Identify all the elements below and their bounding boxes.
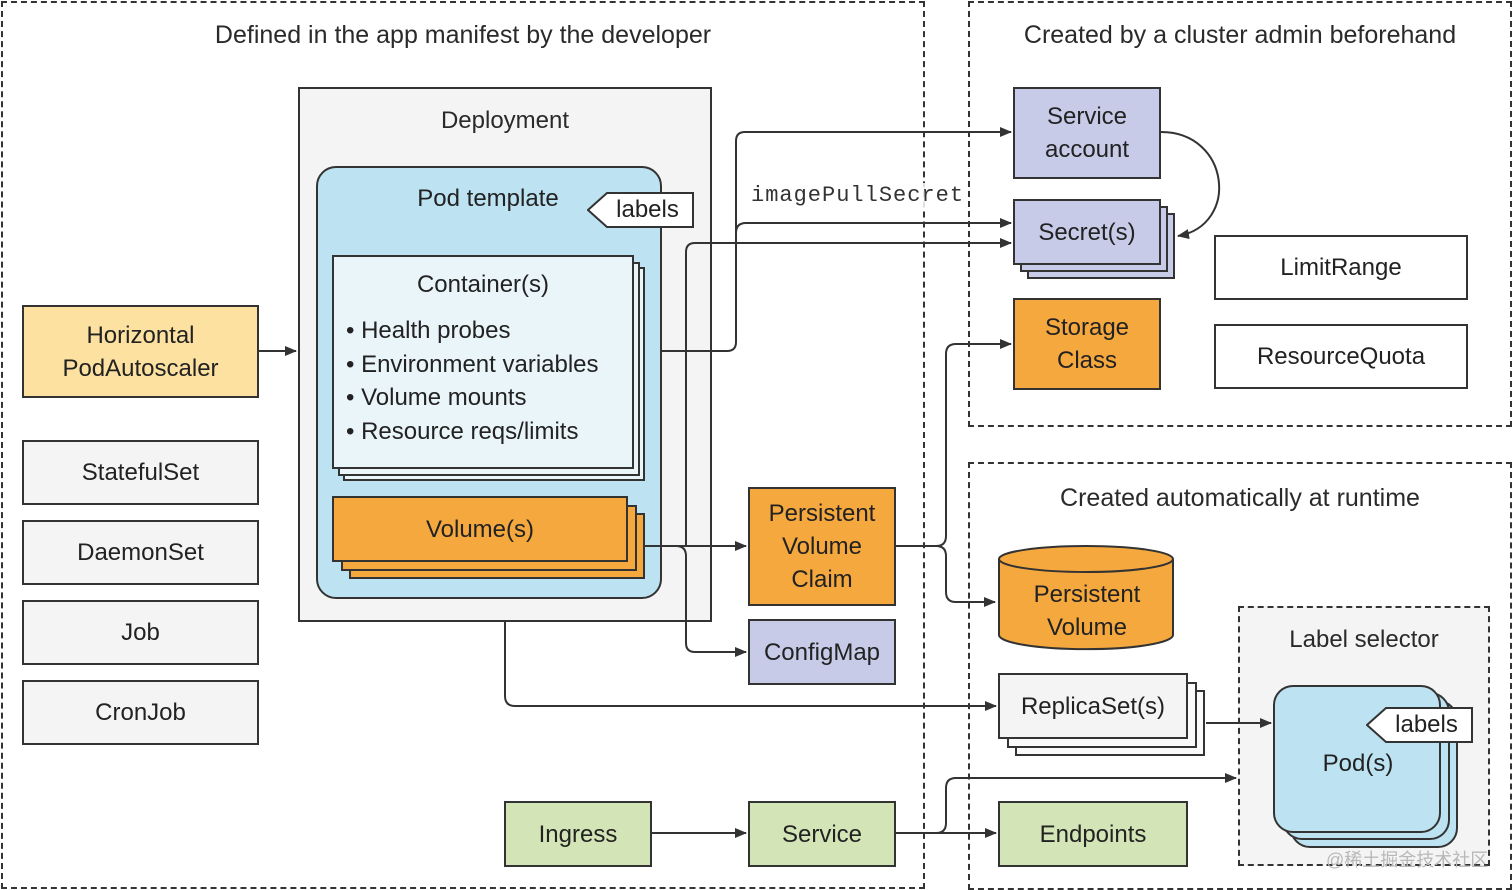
container-feature-item: • Resource reqs/limits — [346, 417, 579, 445]
container-features-list: • Health probes • Environment variables … — [346, 314, 599, 448]
pvc-label-line: Persistent — [768, 500, 876, 527]
cronjob-box[interactable]: CronJob — [22, 680, 259, 745]
pods-label: Pod(s) — [1322, 750, 1394, 777]
secrets-box[interactable]: Secret(s) — [1013, 199, 1161, 265]
endpoints-label: Endpoints — [1039, 820, 1147, 848]
containers-title: Container(s) — [416, 271, 550, 298]
pod-template-labels-tag: labels — [587, 192, 694, 228]
secrets-label: Secret(s) — [1038, 218, 1136, 246]
configmap-box[interactable]: ConfigMap — [748, 619, 896, 685]
persistent-volume-cylinder[interactable] — [997, 543, 1177, 653]
container-feature-item: • Environment variables — [346, 350, 599, 378]
statefulset-box[interactable]: StatefulSet — [22, 440, 259, 505]
limitrange-box[interactable]: LimitRange — [1214, 235, 1468, 300]
watermark: @稀土掘金技术社区 — [1326, 850, 1489, 870]
persistent-volume-claim-box[interactable]: Persistent Volume Claim — [748, 487, 896, 606]
cronjob-label: CronJob — [95, 699, 186, 726]
storage-class-label-line: Class — [1056, 347, 1117, 374]
volumes-box[interactable]: Volume(s) — [332, 496, 628, 562]
volumes-label: Volume(s) — [425, 515, 535, 543]
cluster-admin-region-title: Created by a cluster admin beforehand — [1023, 21, 1457, 49]
container-feature-item: • Health probes — [346, 317, 511, 344]
deployment-title: Deployment — [440, 107, 570, 134]
configmap-label: ConfigMap — [763, 638, 881, 666]
daemonset-label: DaemonSet — [77, 539, 204, 566]
label-selector-title: Label selector — [1289, 626, 1439, 653]
resourcequota-box[interactable]: ResourceQuota — [1214, 324, 1468, 389]
hpa-label-line: Horizontal — [86, 321, 195, 349]
job-box[interactable]: Job — [22, 600, 259, 665]
endpoints-box[interactable]: Endpoints — [998, 801, 1188, 867]
pvc-label-line: Volume — [781, 533, 863, 560]
service-account-box[interactable]: Service account — [1013, 87, 1161, 179]
ingress-label: Ingress — [538, 820, 618, 848]
runtime-region-title: Created automatically at runtime — [1060, 484, 1420, 512]
limitrange-label: LimitRange — [1280, 254, 1402, 281]
storage-class-box[interactable]: Storage Class — [1013, 298, 1161, 390]
resourcequota-label: ResourceQuota — [1256, 343, 1426, 370]
tag-shape-icon — [1366, 707, 1473, 743]
daemonset-box[interactable]: DaemonSet — [22, 520, 259, 585]
pod-template-title: Pod template — [417, 185, 559, 212]
service-account-label-line: account — [1044, 136, 1130, 163]
pv-label-line: Volume — [1046, 614, 1128, 641]
image-pull-secret-annotation: imagePullSecret — [749, 183, 967, 208]
pods-labels-tag: labels — [1366, 707, 1473, 743]
pvc-label-line: Claim — [791, 566, 853, 593]
replicasets-box[interactable]: ReplicaSet(s) — [998, 673, 1188, 739]
statefulset-label: StatefulSet — [81, 459, 200, 486]
developer-region-title: Defined in the app manifest by the devel… — [214, 21, 712, 49]
service-box[interactable]: Service — [748, 801, 896, 867]
service-account-label-line: Service — [1046, 103, 1128, 130]
persistent-volume-label: Persistent Volume — [997, 578, 1177, 644]
labels-tag-text: labels — [1395, 711, 1458, 738]
service-label: Service — [781, 820, 863, 848]
labels-tag-text: labels — [616, 196, 679, 223]
pv-label-line: Persistent — [1033, 581, 1141, 608]
ingress-box[interactable]: Ingress — [504, 801, 652, 867]
job-label: Job — [121, 619, 160, 646]
storage-class-label-line: Storage — [1044, 314, 1130, 341]
containers-box[interactable]: Container(s) • Health probes • Environme… — [332, 255, 634, 469]
hpa-label-line: PodAutoscaler — [62, 354, 219, 382]
container-feature-item: • Volume mounts — [346, 384, 527, 411]
replicasets-label: ReplicaSet(s) — [1020, 692, 1166, 720]
horizontal-pod-autoscaler-box[interactable]: Horizontal PodAutoscaler — [22, 305, 259, 398]
